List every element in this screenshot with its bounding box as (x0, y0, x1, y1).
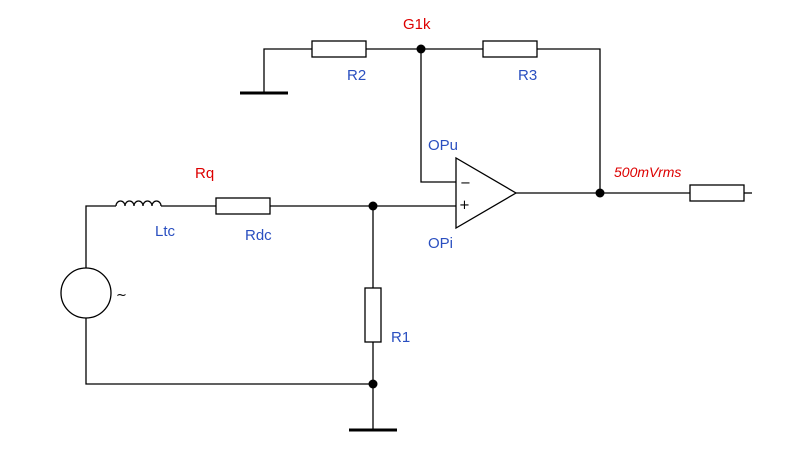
wire-r2-to-ground (263, 48, 312, 93)
junction-node-g1k (416, 44, 426, 54)
wire-g1k-to-inverting-input (420, 49, 456, 183)
output-level-label: 500mVrms (614, 164, 681, 180)
ac-source-tilde: ~ (116, 288, 127, 303)
ac-voltage-source-icon (60, 267, 112, 319)
op-amp-minus-sign: − (460, 176, 471, 191)
resistor-r2 (311, 40, 367, 58)
op-amp (455, 156, 518, 230)
label-r1: R1 (391, 329, 410, 346)
junction-node-output (595, 188, 605, 198)
net-label-rq: Rq (195, 165, 214, 182)
resistor-rdc (215, 197, 271, 215)
resistor-r3 (482, 40, 538, 58)
label-r2: R2 (347, 67, 366, 84)
label-opu: OPu (428, 137, 458, 154)
label-opi: OPi (428, 235, 453, 252)
label-rdc: Rdc (245, 227, 272, 244)
wire-source-top (85, 205, 116, 268)
label-r3: R3 (518, 67, 537, 84)
wire-r3-to-output (537, 48, 601, 193)
label-ltc: Ltc (155, 223, 176, 240)
op-amp-plus-sign: + (459, 198, 470, 213)
inductor-ltc (115, 200, 162, 207)
wire-source-bottom (85, 318, 373, 385)
net-label-g1k: G1k (403, 16, 431, 33)
resistor-output-load (689, 184, 745, 202)
resistor-r1 (364, 287, 382, 343)
